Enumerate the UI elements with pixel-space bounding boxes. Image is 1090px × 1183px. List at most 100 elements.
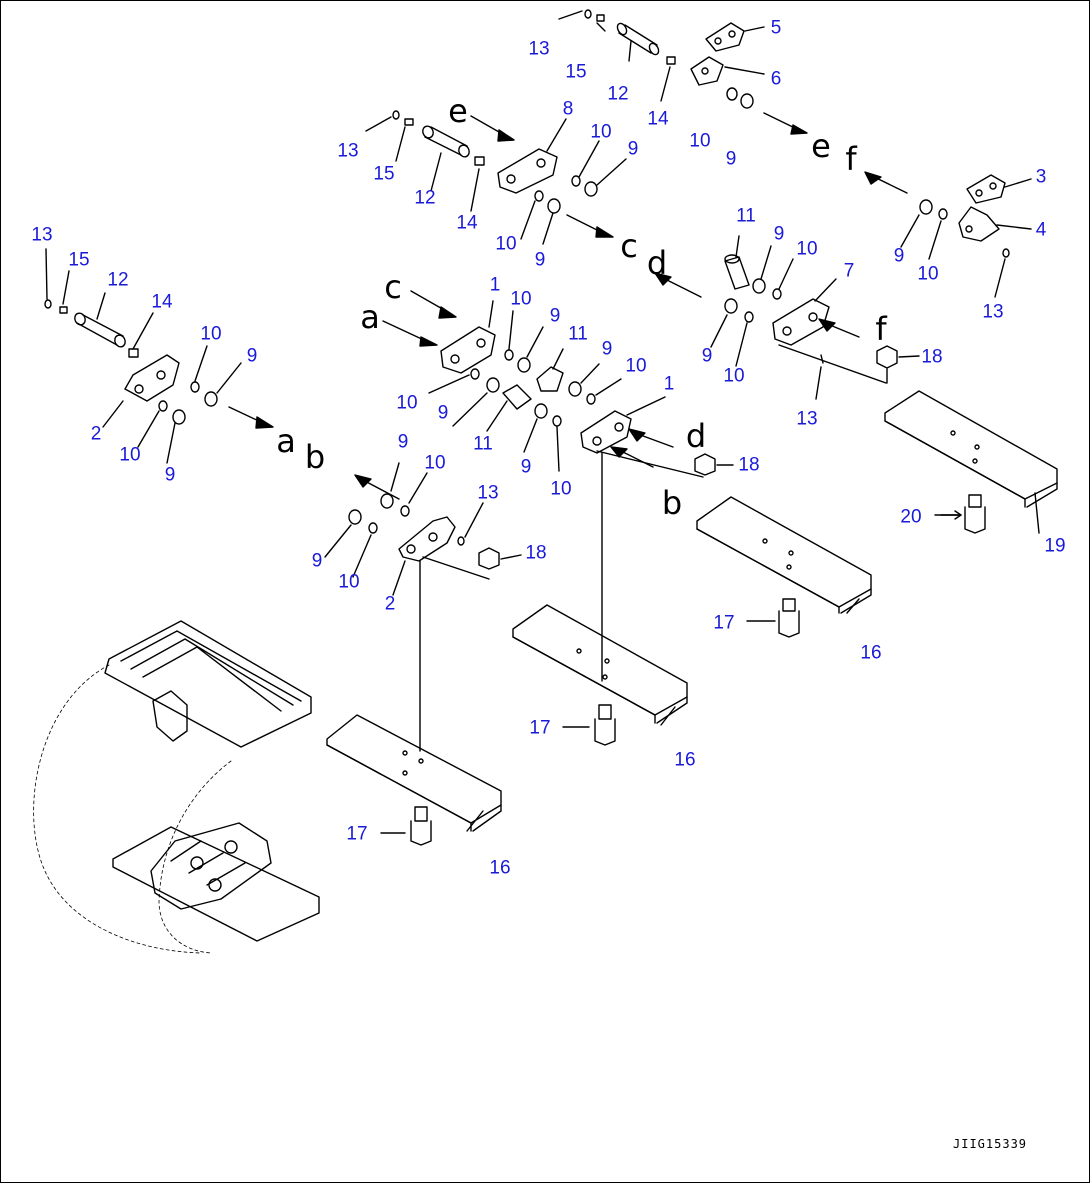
part-number-callout: 9 — [437, 402, 449, 424]
part-number-callout: 13 — [982, 301, 1004, 323]
part-number-callout: 9 — [893, 245, 905, 267]
part-18-nut-center — [694, 453, 716, 476]
part-number-callout: 11 — [473, 433, 493, 455]
part-number-callout: 9 — [397, 431, 409, 453]
part-number-callout: 11 — [736, 205, 756, 227]
part-number-callout: 2 — [384, 593, 396, 615]
part-number-callout: 10 — [338, 571, 360, 593]
part-number-callout: 8 — [562, 98, 574, 120]
master-link-assembly-right — [864, 171, 1032, 298]
part-number-callout: 13 — [528, 38, 550, 60]
reference-letter: b — [304, 438, 326, 476]
reference-letter: b — [661, 484, 683, 522]
part-2-link-lower — [398, 516, 456, 562]
part-number-callout: 6 — [770, 68, 782, 90]
part-2-link — [124, 354, 180, 402]
master-link-assembly-left — [44, 248, 274, 464]
reference-letter: d — [646, 244, 668, 282]
part-number-callout: 10 — [510, 288, 532, 310]
part-number-callout: 10 — [396, 392, 418, 414]
part-number-callout: 1 — [489, 274, 501, 296]
part-number-callout: 14 — [647, 108, 669, 130]
part-number-callout: 13 — [796, 408, 818, 430]
part-number-callout: 13 — [31, 224, 53, 246]
part-number-callout: 9 — [164, 464, 176, 486]
part-20-bolt — [940, 510, 962, 520]
part-1-link-upper — [440, 326, 496, 374]
part-number-callout: 13 — [337, 140, 359, 162]
part-number-callout: 9 — [627, 138, 639, 160]
shoe-19 — [884, 390, 1058, 534]
part-number-callout: 16 — [860, 642, 882, 664]
part-1-link-lower — [580, 410, 632, 454]
shoe-16-upper — [696, 496, 872, 638]
part-number-callout: 10 — [796, 238, 818, 260]
part-15-pin — [596, 14, 605, 22]
part-5-link — [705, 22, 745, 52]
reference-letter: f — [845, 140, 857, 178]
reference-letter: f — [875, 310, 887, 348]
part-number-callout: 5 — [770, 17, 782, 39]
upper-pin-assembly-right — [558, 9, 808, 135]
part-number-callout: 9 — [246, 345, 258, 367]
part-7-link — [772, 298, 830, 346]
track-assembly-sketch — [33, 620, 320, 954]
part-number-callout: 10 — [424, 452, 446, 474]
part-number-callout: 11 — [568, 323, 588, 345]
part-number-callout: 10 — [119, 444, 141, 466]
part-number-callout: 12 — [607, 83, 629, 105]
part-number-callout: 9 — [701, 345, 713, 367]
reference-letter: a — [360, 298, 380, 336]
part-number-callout: 18 — [921, 346, 943, 368]
part-6-link — [690, 56, 724, 86]
part-number-callout: 18 — [525, 542, 547, 564]
part-8-link — [497, 148, 558, 194]
link-assembly-1 — [382, 290, 734, 478]
part-number-callout: 10 — [625, 355, 647, 377]
drawing-code: JIIG15339 — [953, 1137, 1028, 1151]
part-number-callout: 9 — [773, 223, 785, 245]
part-18-nut — [876, 345, 898, 369]
part-number-callout: 9 — [601, 338, 613, 360]
part-number-callout: 7 — [843, 260, 855, 282]
part-number-callout: 19 — [1044, 535, 1066, 557]
part-number-callout: 10 — [723, 365, 745, 387]
part-number-callout: 17 — [529, 717, 551, 739]
part-number-callout: 1 — [663, 373, 675, 395]
part-14-bushing — [666, 56, 676, 65]
part-number-callout: 17 — [346, 823, 368, 845]
part-number-callout: 12 — [107, 269, 129, 291]
shoe-16-lower — [326, 714, 502, 846]
part-number-callout: 16 — [489, 857, 511, 879]
reference-letter: a — [276, 422, 296, 460]
part-9-seal — [740, 93, 754, 109]
part-number-callout: 10 — [917, 263, 939, 285]
part-number-callout: 10 — [550, 478, 572, 500]
part-13-washer — [584, 9, 592, 19]
part-12-pin-body — [618, 24, 658, 54]
part-number-callout: 14 — [151, 291, 173, 313]
part-10-seal — [726, 87, 738, 101]
part-number-callout: 9 — [311, 550, 323, 572]
part-number-callout: 18 — [738, 454, 760, 476]
reference-letter: e — [811, 127, 831, 165]
part-number-callout: 15 — [373, 163, 395, 185]
reference-letter: d — [685, 417, 707, 455]
link-assembly-7 — [654, 235, 920, 400]
reference-letter: e — [448, 92, 468, 130]
part-number-callout: 10 — [200, 323, 222, 345]
part-number-callout: 10 — [495, 233, 517, 255]
reference-letter: c — [620, 227, 638, 265]
shoe-16-middle — [512, 604, 688, 746]
part-number-callout: 10 — [590, 121, 612, 143]
reference-letter: c — [384, 268, 402, 306]
part-number-callout: 10 — [689, 130, 711, 152]
part-number-callout: 3 — [1035, 166, 1047, 188]
part-number-callout: 15 — [565, 61, 587, 83]
part-number-callout: 9 — [534, 249, 546, 271]
part-number-callout: 16 — [674, 749, 696, 771]
upper-pin-assembly-middle — [365, 110, 627, 245]
part-number-callout: 15 — [68, 249, 90, 271]
